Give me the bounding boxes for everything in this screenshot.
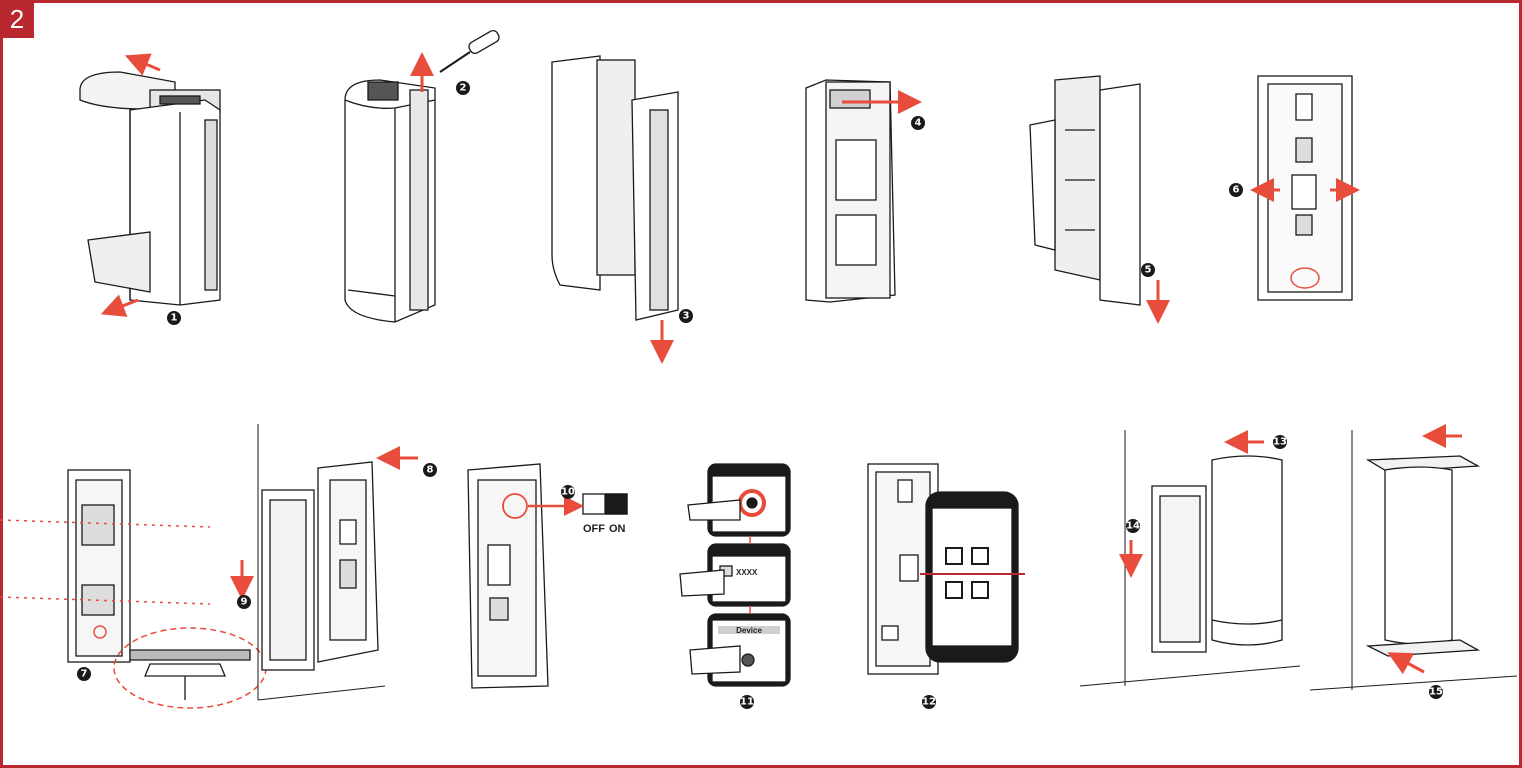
step-1-arrow-up (124, 53, 161, 76)
step-badge-15: 15 (1429, 685, 1443, 699)
step-badge-10: 10 (561, 485, 575, 499)
step-number: 8 (427, 465, 434, 476)
step-6-illustration (1257, 75, 1353, 301)
step-number: 7 (81, 669, 88, 680)
step-badge-9: 9 (237, 595, 251, 609)
step-badge-12: 12 (922, 695, 936, 709)
step-3-illustration (551, 55, 679, 321)
phone-device-label: Device (736, 626, 762, 635)
step-5-illustration (1029, 75, 1141, 306)
step-badge-6: 6 (1229, 183, 1243, 197)
step-badge-7: 7 (77, 667, 91, 681)
step-1-arrow-down (100, 294, 139, 317)
step-number: 15 (1429, 687, 1443, 698)
step-number: 14 (1126, 521, 1140, 532)
step-number: 11 (740, 697, 754, 708)
step-11-illustration (679, 463, 791, 687)
step-4-illustration (805, 79, 896, 303)
phone-wifi-label: XXXX (736, 568, 758, 577)
step-number: 2 (460, 83, 467, 94)
switch-off-label: OFF (583, 523, 605, 535)
step-badge-1: 1 (167, 311, 181, 325)
step-2-illustration (344, 29, 500, 323)
step-number: 4 (915, 118, 922, 129)
step-13-14-illustration (1079, 430, 1301, 687)
step-badge-2: 2 (456, 81, 470, 95)
step-badge-14: 14 (1126, 519, 1140, 533)
step-8-9-illustration (257, 424, 386, 701)
step-badge-5: 5 (1141, 263, 1155, 277)
qr-code-icon (945, 547, 989, 599)
step-badge-3: 3 (679, 309, 693, 323)
step-badge-11: 11 (740, 695, 754, 709)
step-number: 13 (1273, 437, 1287, 448)
step-number: 10 (561, 487, 575, 498)
step-number: 6 (1233, 185, 1240, 196)
step-15-arrow-bottom (1387, 652, 1425, 675)
step-number: 3 (683, 311, 690, 322)
switch-on-label: ON (609, 523, 626, 535)
step-badge-8: 8 (423, 463, 437, 477)
page-number: 2 (0, 0, 34, 38)
step-number: 1 (171, 313, 178, 324)
step-number: 12 (922, 697, 936, 708)
step-badge-4: 4 (911, 116, 925, 130)
step-1-illustration (79, 71, 221, 306)
step-10-illustration (467, 463, 628, 689)
step-number: 9 (241, 597, 248, 608)
step-7-illustration (0, 469, 267, 709)
step-badge-13: 13 (1273, 435, 1287, 449)
step-12-illustration (867, 463, 1019, 675)
step-15-illustration (1309, 430, 1518, 691)
step-number: 5 (1145, 265, 1152, 276)
